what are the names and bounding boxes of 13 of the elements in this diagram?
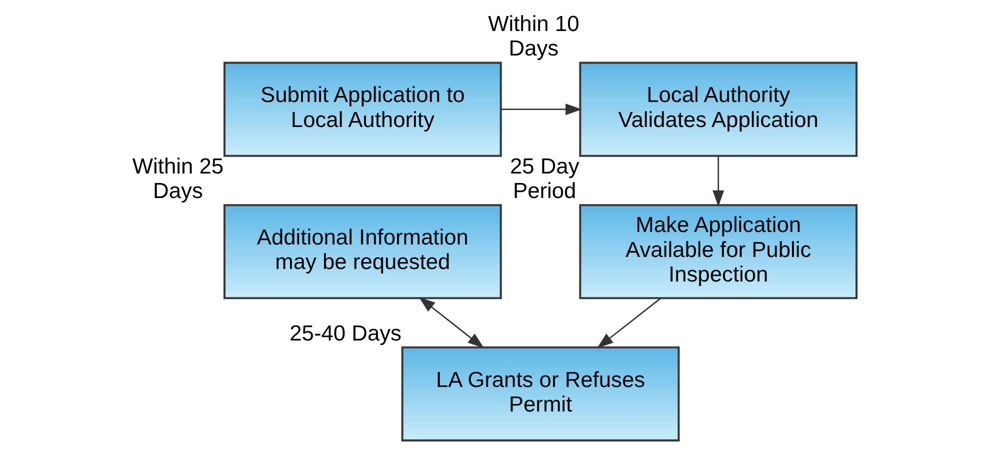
node-box: Local Authority Validates Application — [579, 62, 858, 157]
node-label: Within 10 Days — [488, 11, 580, 61]
node-box: Additional Information may be requested — [223, 204, 502, 300]
arrow — [418, 297, 484, 348]
node-label: 25-40 Days — [290, 320, 402, 346]
node-box: Submit Application to Local Authority — [223, 62, 502, 157]
node-box: LA Grants or Refuses Permit — [401, 346, 680, 442]
node-box: Make Application Available for Public Inspection — [579, 204, 858, 300]
arrow — [712, 156, 724, 207]
node-label: Within 25 Days — [132, 153, 224, 203]
node-label: 25 Day Period — [510, 153, 580, 203]
arrow — [596, 298, 662, 348]
arrow — [500, 104, 582, 116]
